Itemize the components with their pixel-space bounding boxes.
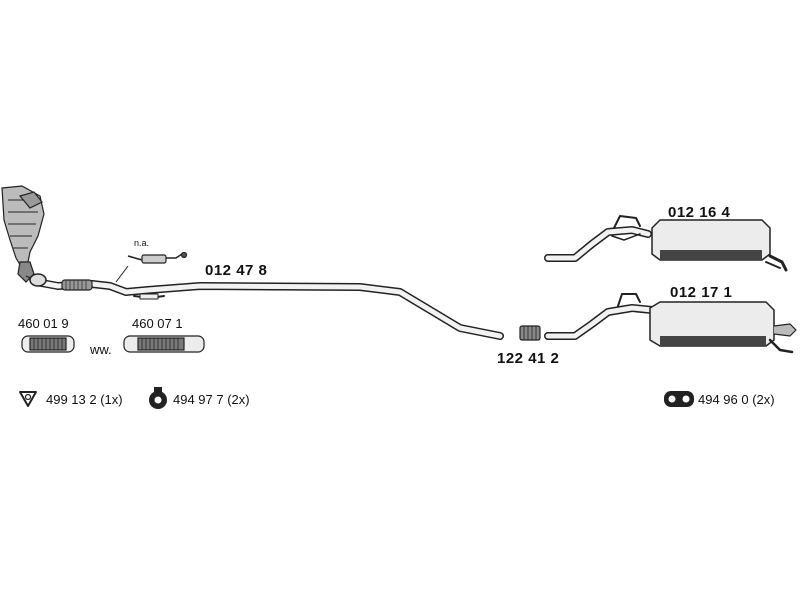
- rear-muffler-upper-part-number: 012 16 4: [668, 204, 731, 221]
- double-rubber-mount-icon: [664, 391, 694, 407]
- lambda-sensor: [115, 251, 188, 283]
- alternative-marker: ww.: [90, 342, 112, 357]
- gasket-part-number: 499 13 2 (1x): [46, 392, 123, 407]
- rear-muffler-upper: [544, 215, 788, 272]
- flex-pipe-b-part-number: 460 07 1: [132, 316, 183, 331]
- rubber-mount-icon: [149, 387, 167, 409]
- front-pipe-part-number: 012 47 8: [205, 262, 268, 279]
- catalytic-converter: [1, 185, 45, 283]
- rear-muffler-lower: [544, 293, 797, 354]
- flex-pipe-b: [123, 335, 205, 353]
- gasket-icon: [19, 391, 37, 407]
- double-rubber-mount-part-number: 494 96 0 (2x): [698, 392, 775, 407]
- connector-clamp: [519, 325, 541, 341]
- rear-muffler-lower-part-number: 012 17 1: [670, 284, 733, 301]
- flex-pipe-a-part-number: 460 01 9: [18, 316, 69, 331]
- front-pipe: [29, 273, 504, 340]
- connector-part-number: 122 41 2: [497, 350, 560, 367]
- flex-pipe-a: [21, 335, 75, 353]
- sensor-note-label: n.a.: [134, 238, 150, 248]
- rubber-mount-part-number: 494 97 7 (2x): [173, 392, 250, 407]
